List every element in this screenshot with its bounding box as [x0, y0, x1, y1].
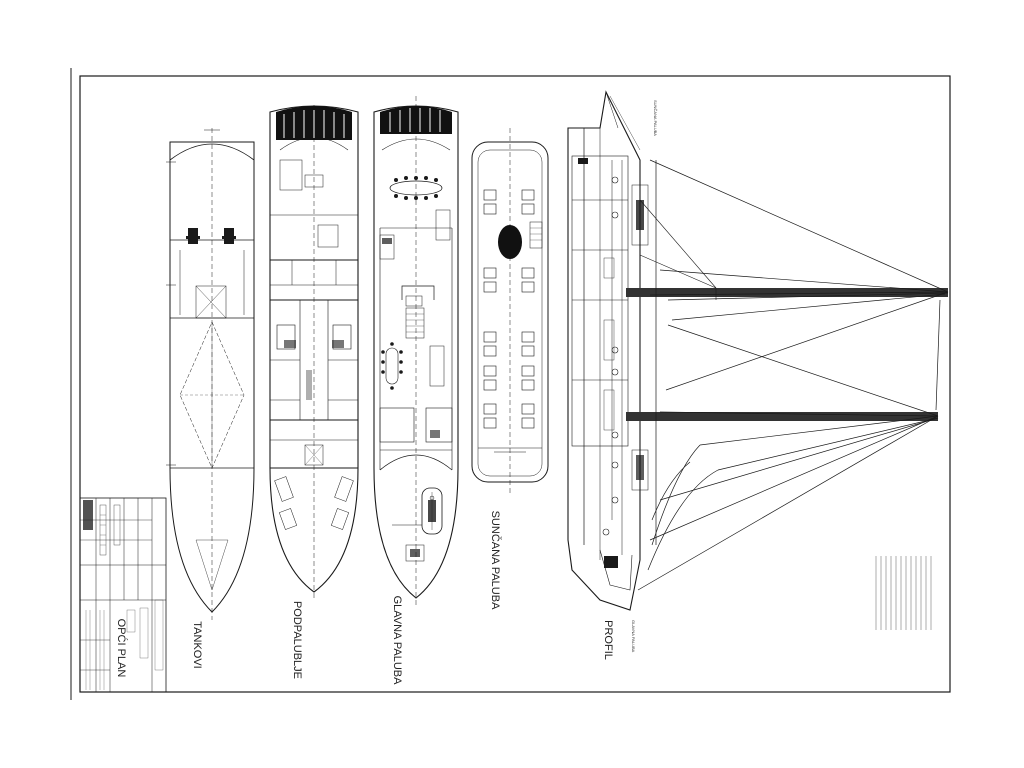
profile-fills — [578, 158, 644, 568]
lower-deck-hull-outline — [269, 105, 359, 593]
tanks-view — [166, 128, 255, 620]
tank-compartment — [195, 285, 227, 319]
mizzen-mast — [626, 412, 938, 421]
profile-label-main-deck: GLAVNA PALUBA — [631, 620, 636, 653]
specification-notes — [875, 556, 932, 630]
dining-chairs — [381, 176, 438, 390]
profile-label-sun-deck: SUNČANA PALUBA — [653, 100, 658, 136]
profile-view — [567, 90, 649, 611]
dining-table-1 — [389, 180, 443, 196]
profile-view-label: PROFIL — [602, 620, 614, 660]
main-deck-view — [373, 96, 459, 605]
stern-stair — [435, 209, 451, 241]
tender-boat — [421, 487, 443, 535]
jacuzzi — [498, 225, 522, 259]
profile-portholes — [602, 176, 619, 536]
lower-deck-view — [269, 105, 359, 600]
bar-counter — [401, 285, 435, 300]
lower-deck-stern-seating — [276, 106, 352, 400]
tanks-engines — [186, 228, 236, 244]
profile-superstructure — [571, 155, 629, 447]
drawing-border — [79, 75, 951, 693]
profile-engine — [604, 556, 618, 568]
masts — [626, 288, 948, 421]
tanks-view-label: TANKOVI — [191, 621, 203, 668]
profile-jib — [639, 199, 717, 300]
main-stair — [405, 307, 425, 339]
main-mast — [626, 288, 948, 297]
profile-hull-outline — [567, 90, 641, 611]
main-deck-hull-outline — [373, 105, 459, 599]
sun-loungers — [483, 189, 535, 429]
title-block: OPĆI PLAN — [79, 497, 167, 693]
lower-deck-cabin-2 — [332, 324, 352, 350]
main-deck-fills — [380, 106, 452, 557]
drawing-title: OPĆI PLAN — [115, 619, 128, 678]
rigging — [637, 159, 949, 591]
lower-deck-view-label: PODPALUBLJE — [291, 601, 303, 679]
sun-deck-view — [471, 128, 549, 496]
dining-table-2 — [385, 347, 399, 385]
sun-deck-view-label: SUNČANA PALUBA — [489, 511, 502, 610]
lower-deck-cabin-1 — [276, 324, 296, 350]
main-deck-view-label: GLAVNA PALUBA — [391, 596, 403, 686]
tank-bow-compartment — [195, 539, 229, 591]
